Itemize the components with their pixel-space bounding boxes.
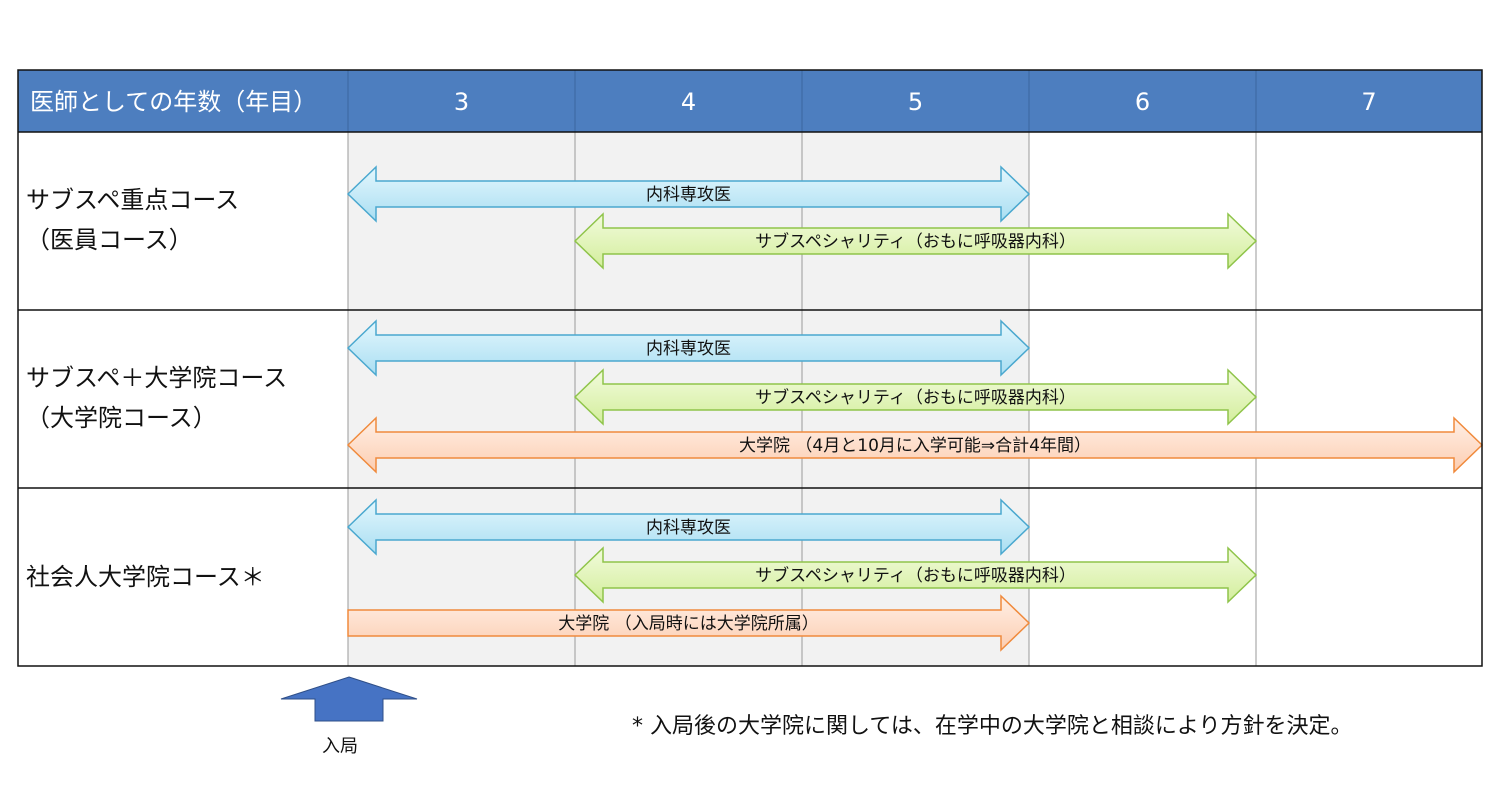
arrow-shape: [346, 498, 1031, 556]
row-label-graduate-course: サブスペ＋大学院コース （大学院コース）: [26, 358, 287, 438]
header-bar: [18, 70, 1482, 132]
header-year-5: 5: [908, 88, 923, 116]
row-label-line: （大学院コース）: [26, 404, 217, 432]
row-label-line: サブスペ＋大学院コース: [26, 364, 288, 392]
arrow-bar-green: サブスペシャリティ（おもに呼吸器内科）: [573, 546, 1258, 604]
row-label-line: 社会人大学院コース＊: [26, 563, 265, 591]
header-year-6: 6: [1135, 88, 1150, 116]
arrow-label: 内科専攻医: [646, 185, 731, 205]
row-label-working-graduate-course: 社会人大学院コース＊: [26, 557, 265, 597]
table-border: [17, 69, 1483, 667]
arrow-shape: [573, 546, 1258, 604]
arrow-bar-orange: 大学院 （入局時には大学院所属）: [347, 594, 1031, 652]
arrow-label: 大学院 （入局時には大学院所属）: [558, 614, 818, 634]
header-label: 医師としての年数（年目）: [30, 88, 317, 116]
arrow-bar-blue: 内科専攻医: [346, 165, 1031, 223]
arrow-shape: [346, 165, 1031, 223]
arrow-shape: [573, 212, 1258, 270]
header-year-3: 3: [454, 88, 469, 116]
arrow-label: サブスペシャリティ（おもに呼吸器内科）: [755, 387, 1076, 408]
arrow-shape: [346, 319, 1031, 377]
arrow-label: サブスペシャリティ（おもに呼吸器内科）: [755, 565, 1076, 586]
row-label-subspecialty-course: サブスペ重点コース （医員コース）: [26, 180, 239, 260]
arrow-bar-blue: 内科専攻医: [346, 498, 1031, 556]
arrow-shape: [347, 594, 1031, 652]
arrow-label: 大学院 （4月と10月に入学可能⇒合計4年間）: [739, 436, 1091, 456]
entry-label: 入局: [322, 736, 358, 757]
footnote: * 入局後の大学院に関しては、在学中の大学院と相談により方針を決定。: [632, 714, 1353, 739]
arrow-label: 内科専攻医: [646, 518, 731, 538]
header-year-4: 4: [681, 88, 696, 116]
entry-up-arrow-icon: [280, 676, 418, 722]
arrow-label: サブスペシャリティ（おもに呼吸器内科）: [755, 231, 1076, 252]
row-label-line: サブスペ重点コース: [26, 186, 240, 214]
arrow-bar-green: サブスペシャリティ（おもに呼吸器内科）: [573, 368, 1258, 426]
arrow-shape: [573, 368, 1258, 426]
row-label-line: （医員コース）: [26, 226, 193, 254]
arrow-bar-green: サブスペシャリティ（おもに呼吸器内科）: [573, 212, 1258, 270]
header-year-7: 7: [1361, 88, 1376, 116]
arrow-bar-blue: 内科専攻医: [346, 319, 1031, 377]
arrow-label: 内科専攻医: [646, 339, 731, 359]
